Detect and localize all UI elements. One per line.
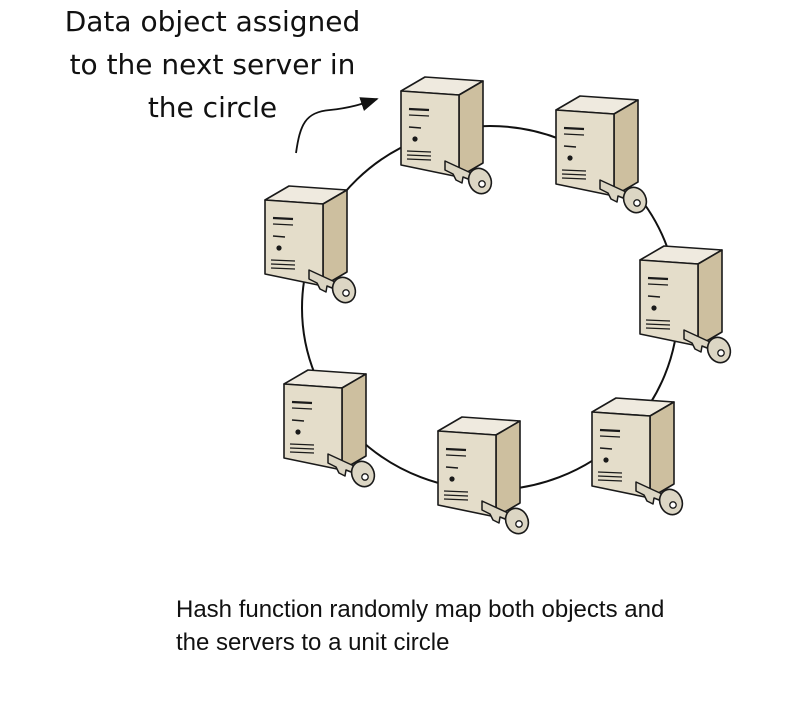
server-icon	[591, 397, 675, 499]
server-icon	[264, 185, 348, 287]
callout-line: the circle	[147, 91, 278, 124]
server-icon	[283, 369, 367, 471]
server-icon	[555, 95, 639, 197]
server-icon	[639, 245, 723, 347]
caption-line: the servers to a unit circle	[176, 629, 450, 656]
key-icon	[635, 481, 684, 516]
key-icon	[327, 453, 376, 488]
callout-text: Data object assigned to the next server …	[40, 0, 385, 129]
key-icon	[444, 160, 493, 195]
callout-line: Data object assigned	[64, 5, 361, 38]
curved-arrow-icon	[295, 97, 379, 154]
server-icon	[437, 416, 521, 518]
key-icon	[599, 179, 648, 214]
caption-line: Hash function randomly map both objects …	[176, 596, 665, 623]
server-group	[264, 76, 732, 535]
key-icon	[683, 329, 732, 364]
caption-text: Hash function randomly map both objects …	[176, 593, 776, 659]
callout-line: to the next server in	[69, 48, 356, 81]
key-icon	[481, 500, 530, 535]
server-icon	[400, 76, 484, 178]
key-icon	[308, 269, 357, 304]
